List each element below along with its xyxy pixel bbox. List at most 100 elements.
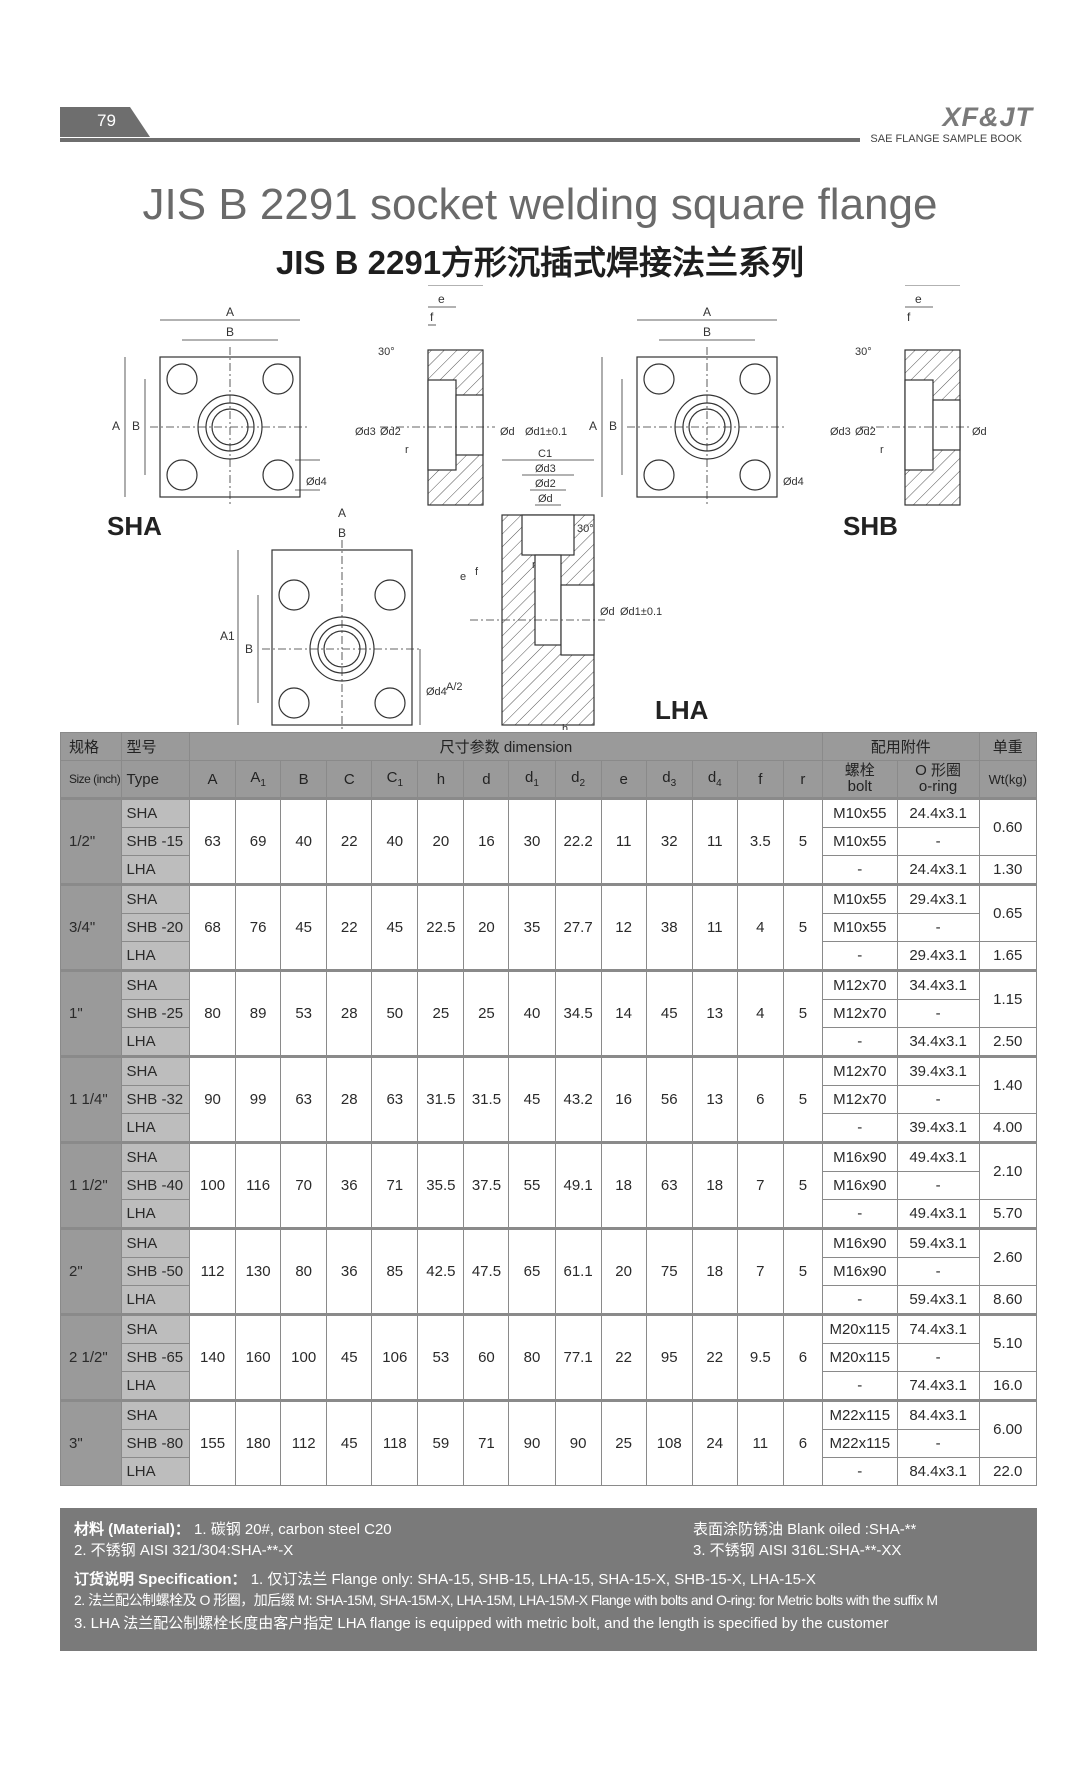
col-weight: Wt(kg) bbox=[978, 760, 1038, 799]
type-cell: SHA bbox=[121, 1141, 191, 1172]
weight-cell: 22.0 bbox=[978, 1457, 1038, 1486]
oring-cell: - bbox=[896, 1343, 980, 1372]
shb-front-labels: A B A B Ød4 bbox=[589, 305, 804, 488]
type-cell: SHB -15 bbox=[121, 827, 191, 856]
dim-cell: 49.1 bbox=[554, 1141, 602, 1229]
col-dim-4: C1 bbox=[371, 760, 419, 799]
dim-cell: 45 bbox=[326, 1399, 373, 1486]
oring-cell: - bbox=[896, 913, 980, 942]
dim-cell: 180 bbox=[235, 1399, 282, 1486]
bolt-cell: M12x70 bbox=[821, 969, 898, 1000]
header-rule bbox=[60, 138, 860, 142]
col-type-en: Type bbox=[121, 760, 191, 799]
dim-cell: 25 bbox=[600, 1399, 647, 1486]
spec-table-body: 规格 型号 尺寸参数 dimension 配用附件 单重 Size (inch)… bbox=[59, 732, 1038, 1486]
type-cell: LHA bbox=[121, 1457, 191, 1486]
dim-cell: 61.1 bbox=[554, 1227, 602, 1315]
footer-notes: 材料 (Material)： 1. 碳钢 20#, carbon steel C… bbox=[60, 1508, 1037, 1651]
shb-section-view bbox=[860, 284, 970, 506]
col-dim-11: d4 bbox=[691, 760, 738, 799]
dim-cell: 60 bbox=[463, 1313, 510, 1401]
weight-cell: 2.50 bbox=[978, 1027, 1038, 1057]
weight-cell: 0.65 bbox=[978, 883, 1038, 942]
size-cell: 3" bbox=[59, 1399, 123, 1486]
dim-a-side-label: A bbox=[112, 419, 120, 433]
type-cell: SHB -20 bbox=[121, 913, 191, 942]
dim-cell: 5 bbox=[782, 797, 823, 885]
dim-cell: 106 bbox=[371, 1313, 419, 1401]
dim-cell: 18 bbox=[691, 1141, 738, 1229]
figure-label-lha: LHA bbox=[655, 695, 709, 725]
type-cell: SHA bbox=[121, 1055, 191, 1086]
material-label: 材料 (Material)： bbox=[74, 1521, 190, 1538]
type-cell: SHB -32 bbox=[121, 1085, 191, 1114]
weight-cell: 4.00 bbox=[978, 1113, 1038, 1143]
dim-cell: 5 bbox=[782, 969, 823, 1057]
type-cell: LHA bbox=[121, 1027, 191, 1057]
dim-cell: 22 bbox=[691, 1313, 738, 1401]
shb-dim-f-label: f bbox=[907, 310, 911, 324]
lha-dim-r-label: r bbox=[532, 559, 536, 571]
bolt-cell: M16x90 bbox=[821, 1171, 898, 1200]
lha-dim-d4-label: Ød4 bbox=[426, 686, 447, 698]
dim-cell: 56 bbox=[645, 1055, 693, 1143]
table-header-row-1: 规格 型号 尺寸参数 dimension 配用附件 单重 bbox=[59, 732, 1038, 761]
col-dim-10: d3 bbox=[645, 760, 693, 799]
dim-cell: 63 bbox=[645, 1141, 693, 1229]
page-title-en: JIS B 2291 socket welding square flange bbox=[142, 180, 938, 229]
dim-cell: 4 bbox=[736, 883, 784, 971]
dim-cell: 75 bbox=[645, 1227, 693, 1315]
bolt-cell: M10x55 bbox=[821, 913, 898, 942]
size-cell: 2" bbox=[59, 1227, 123, 1315]
type-cell: SHB -50 bbox=[121, 1257, 191, 1286]
dim-cell: 36 bbox=[326, 1141, 373, 1229]
dim-cell: 7 bbox=[736, 1141, 784, 1229]
oring-cell: 59.4x3.1 bbox=[896, 1285, 980, 1315]
weight-cell: 5.70 bbox=[978, 1199, 1038, 1229]
spec-line-1: 订货说明 Specification： 1. 仅订法兰 Flange only:… bbox=[74, 1568, 816, 1589]
weight-cell: 2.10 bbox=[978, 1141, 1038, 1200]
oring-cell: - bbox=[896, 999, 980, 1028]
lha-section-view bbox=[470, 459, 605, 736]
dim-cell: 28 bbox=[326, 1055, 373, 1143]
dim-cell: 30 bbox=[508, 797, 556, 885]
material-line-1: 材料 (Material)： 1. 碳钢 20#, carbon steel C… bbox=[74, 1518, 392, 1539]
weight-cell: 1.65 bbox=[978, 941, 1038, 971]
oring-cell: 84.4x3.1 bbox=[896, 1399, 980, 1430]
type-cell: SHB -80 bbox=[121, 1429, 191, 1458]
dim-r-label: r bbox=[405, 444, 409, 456]
figure-label-sha: SHA bbox=[107, 511, 162, 541]
page-title-cn: JIS B 2291方形沉插式焊接法兰系列 bbox=[275, 244, 805, 281]
dim-cell: 5 bbox=[782, 883, 823, 971]
oring-cell: - bbox=[896, 1171, 980, 1200]
size-cell: 3/4" bbox=[59, 883, 123, 971]
dim-e-label: e bbox=[438, 292, 445, 306]
dim-cell: 5 bbox=[782, 1141, 823, 1229]
dim-cell: 59 bbox=[417, 1399, 465, 1486]
dim-cell: 71 bbox=[371, 1141, 419, 1229]
shb-dim-b-label: B bbox=[703, 325, 711, 339]
bolt-cell: - bbox=[821, 1199, 898, 1229]
lha-dim-d-label: Ød bbox=[538, 493, 553, 505]
col-dim-6: d bbox=[463, 760, 510, 799]
oring-cell: - bbox=[896, 1257, 980, 1286]
dim-cell: 22 bbox=[600, 1313, 647, 1401]
type-cell: LHA bbox=[121, 855, 191, 885]
shb-section-labels: C e f 30° Ød3 Ød2 r Ød bbox=[830, 271, 987, 456]
dim-cell: 40 bbox=[371, 797, 419, 885]
dim-cell: 13 bbox=[691, 1055, 738, 1143]
dim-cell: 36 bbox=[326, 1227, 373, 1315]
drawing-canvas: A B A B Ød4 C e f 30° Ød3 Ød2 r Ød Ød1±0… bbox=[112, 271, 987, 736]
dim-cell: 80 bbox=[189, 969, 237, 1057]
dim-cell: 12 bbox=[600, 883, 647, 971]
dim-cell: 108 bbox=[645, 1399, 693, 1486]
bolt-cell: M16x90 bbox=[821, 1227, 898, 1258]
dim-d-label: Ød bbox=[500, 426, 515, 438]
